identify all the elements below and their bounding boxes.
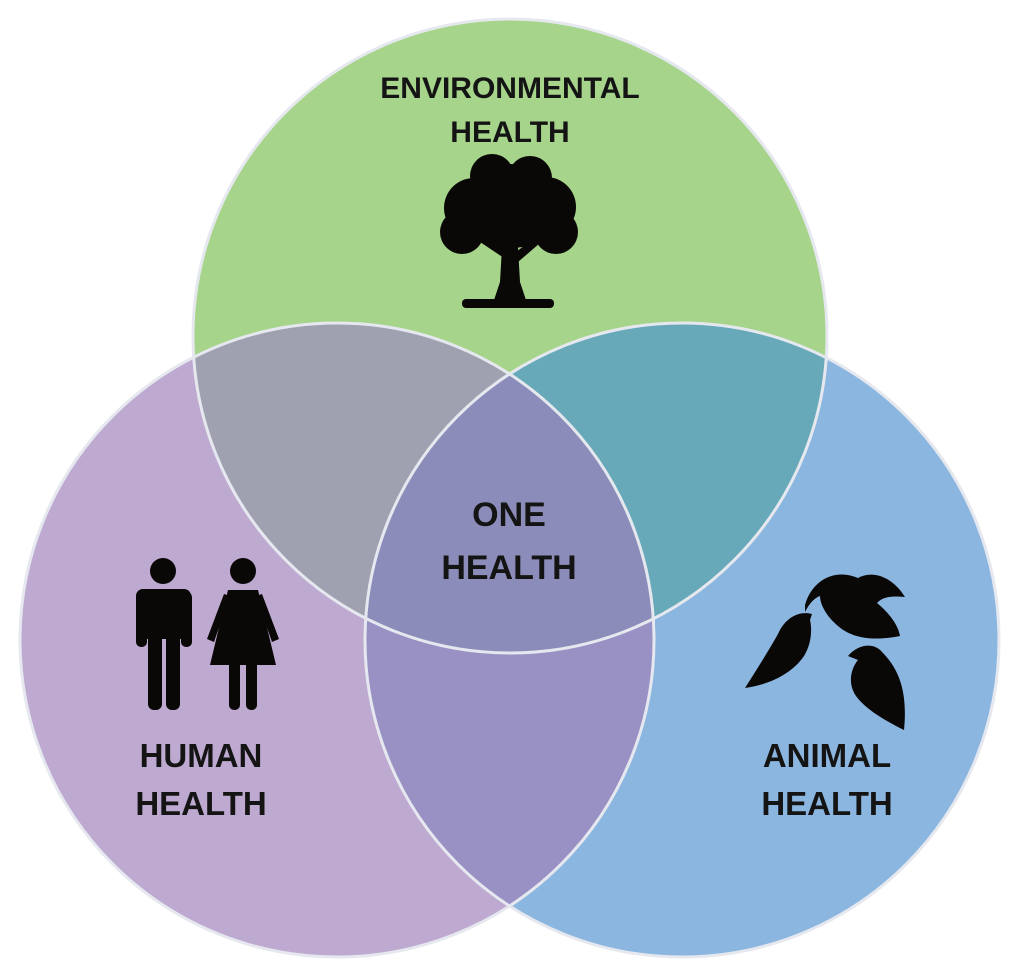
- human-health-title-line1: HUMAN: [140, 737, 263, 774]
- man-woman-icon: [136, 558, 279, 710]
- birds-icon: [745, 574, 905, 730]
- human-health-title-line2: HEALTH: [135, 785, 266, 822]
- environmental-health-title-line1: ENVIRONMENTAL: [380, 72, 639, 105]
- animal-health-title-line1: ANIMAL: [763, 737, 891, 774]
- tree-icon: [440, 154, 578, 308]
- environmental-health-title-line2: HEALTH: [450, 116, 569, 149]
- circle-outlines: [18, 17, 1001, 959]
- one-health-title-line1: ONE: [472, 496, 546, 534]
- one-health-title-line2: HEALTH: [441, 549, 576, 587]
- one-health-overlap: [365, 323, 654, 653]
- animal-health-title-line2: HEALTH: [761, 785, 892, 822]
